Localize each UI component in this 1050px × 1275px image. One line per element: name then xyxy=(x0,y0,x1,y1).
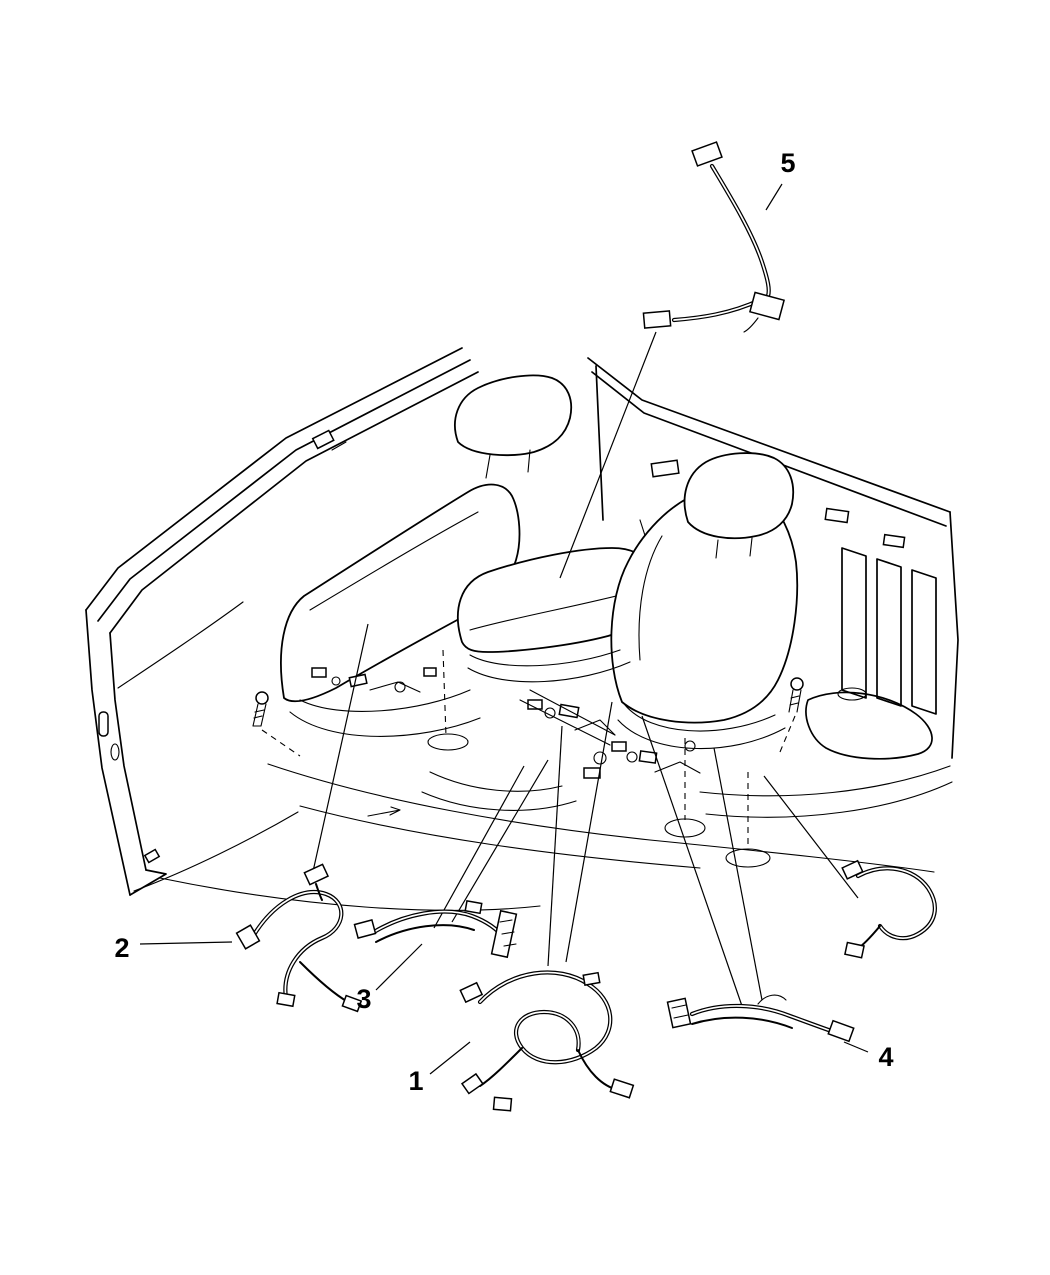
callout-4-label: 4 xyxy=(878,1042,893,1072)
harness-right-mid xyxy=(841,859,937,959)
center-headrest xyxy=(454,374,573,479)
leader-lines-1 xyxy=(429,701,613,1075)
harness-2 xyxy=(235,863,363,1013)
right-headrest xyxy=(683,452,795,559)
bolt-right xyxy=(779,677,804,753)
underseat-hardware-center xyxy=(519,689,616,779)
callout-3-label: 3 xyxy=(356,984,371,1014)
harness-4 xyxy=(666,994,855,1043)
underseat-hardware-left xyxy=(311,667,437,693)
leader-lines-4 xyxy=(641,715,869,1053)
harness-3 xyxy=(353,899,518,959)
cab-left-outline xyxy=(85,347,479,896)
callout-5-label: 5 xyxy=(780,148,795,178)
harness-1 xyxy=(459,970,635,1112)
callout-2-label: 2 xyxy=(114,933,129,963)
seat-cushions xyxy=(289,649,786,750)
callout-1-label: 1 xyxy=(408,1066,423,1096)
leader-lines-5 xyxy=(559,183,783,579)
floor-arrow xyxy=(367,806,401,817)
floor-pan xyxy=(159,649,935,911)
bench-seat-back-left xyxy=(280,483,521,703)
harness-5 xyxy=(642,141,785,333)
leader-lines-2 xyxy=(139,623,369,945)
bolt-left xyxy=(252,691,301,757)
leader-lines-3 xyxy=(375,759,549,991)
